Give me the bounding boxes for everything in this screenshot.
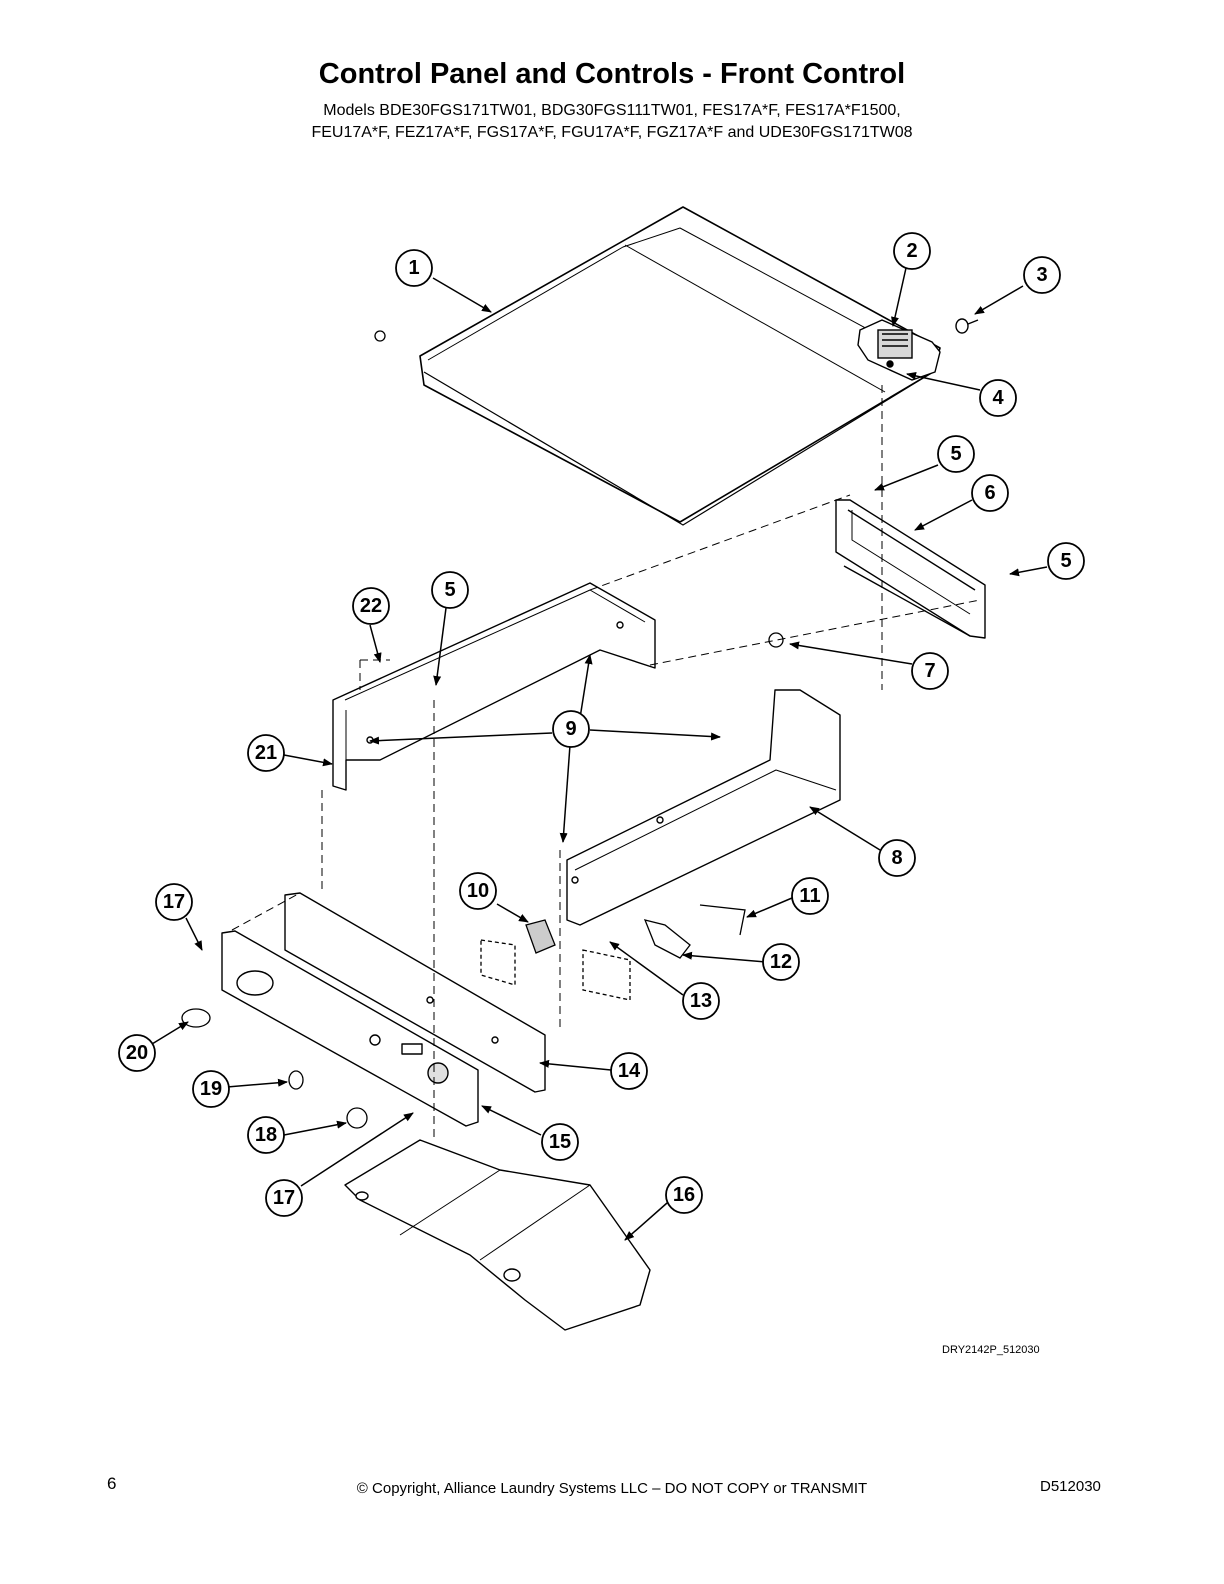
models-line-1: Models BDE30FGS171TW01, BDG30FGS111TW01,…	[323, 102, 901, 119]
callout-label: 12	[770, 951, 792, 973]
callout-label: 10	[467, 880, 489, 902]
callout-bubbles	[118, 232, 1085, 1217]
callout-18	[247, 1116, 285, 1154]
part-plate-16	[344, 1139, 651, 1331]
callout-20	[118, 1034, 156, 1072]
callout-label: 14	[618, 1060, 641, 1082]
callout-9	[552, 710, 590, 748]
page-title: Control Panel and Controls - Front Contr…	[318, 58, 906, 90]
models-line-2: FEU17A*F, FEZ17A*F, FGS17A*F, FGU17A*F, …	[311, 124, 913, 141]
copyright-notice: © Copyright, Alliance Laundry Systems LL…	[356, 1480, 868, 1497]
part-screw-3	[955, 318, 979, 334]
part-rail-8	[566, 689, 841, 926]
callout-label: 2	[906, 240, 917, 262]
callout-7	[911, 652, 949, 690]
callout-label: 17	[273, 1187, 295, 1209]
callout-15	[541, 1123, 579, 1161]
part-hinge	[857, 319, 941, 381]
callout-14	[610, 1052, 648, 1090]
callout-label: 8	[891, 847, 902, 869]
drawing-code: DRY2142P_512030	[942, 1344, 1040, 1356]
small-parts	[181, 330, 784, 1129]
callout-label: 21	[255, 742, 277, 764]
callout-2	[893, 232, 931, 270]
callout-4	[979, 379, 1017, 417]
callout-1	[395, 249, 433, 287]
part-top-lid	[419, 206, 941, 526]
callout-label: 13	[690, 990, 712, 1012]
callout-16	[665, 1176, 703, 1214]
callout-5b	[1047, 542, 1085, 580]
callout-label: 19	[200, 1078, 222, 1100]
callout-12	[762, 943, 800, 981]
callout-17b	[265, 1179, 303, 1217]
callout-22	[352, 587, 390, 625]
document-id: D512030	[1040, 1478, 1101, 1495]
callout-label: 20	[126, 1042, 148, 1064]
callout-5a	[937, 435, 975, 473]
callout-21	[247, 734, 285, 772]
callout-label: 18	[255, 1124, 277, 1146]
callout-11	[791, 877, 829, 915]
callout-label: 4	[992, 387, 1004, 409]
callout-8	[878, 839, 916, 877]
callout-label: 5	[1060, 550, 1071, 572]
part-bracket-6	[835, 499, 986, 639]
callout-17a	[155, 883, 193, 921]
callout-label: 5	[444, 579, 455, 601]
part-console-15	[221, 930, 479, 1127]
callout-label: 16	[673, 1184, 695, 1206]
callout-19	[192, 1070, 230, 1108]
callout-label: 3	[1036, 264, 1047, 286]
callout-label: 7	[924, 660, 935, 682]
callout-label: 9	[565, 718, 576, 740]
callout-label: 22	[360, 595, 382, 617]
leader-arrows	[151, 267, 1048, 1241]
callout-label: 11	[799, 885, 820, 907]
page-number: 6	[107, 1474, 117, 1493]
callout-label: 5	[950, 443, 961, 465]
part-panel-14	[284, 892, 546, 1093]
callout-13	[682, 982, 720, 1020]
callout-label: 1	[408, 257, 419, 279]
callout-label: 15	[549, 1131, 571, 1153]
callout-6	[971, 474, 1009, 512]
callout-5c	[431, 571, 469, 609]
callout-3	[1023, 256, 1061, 294]
callout-label: 17	[163, 891, 185, 913]
callout-10	[459, 872, 497, 910]
callout-label: 6	[984, 482, 995, 504]
